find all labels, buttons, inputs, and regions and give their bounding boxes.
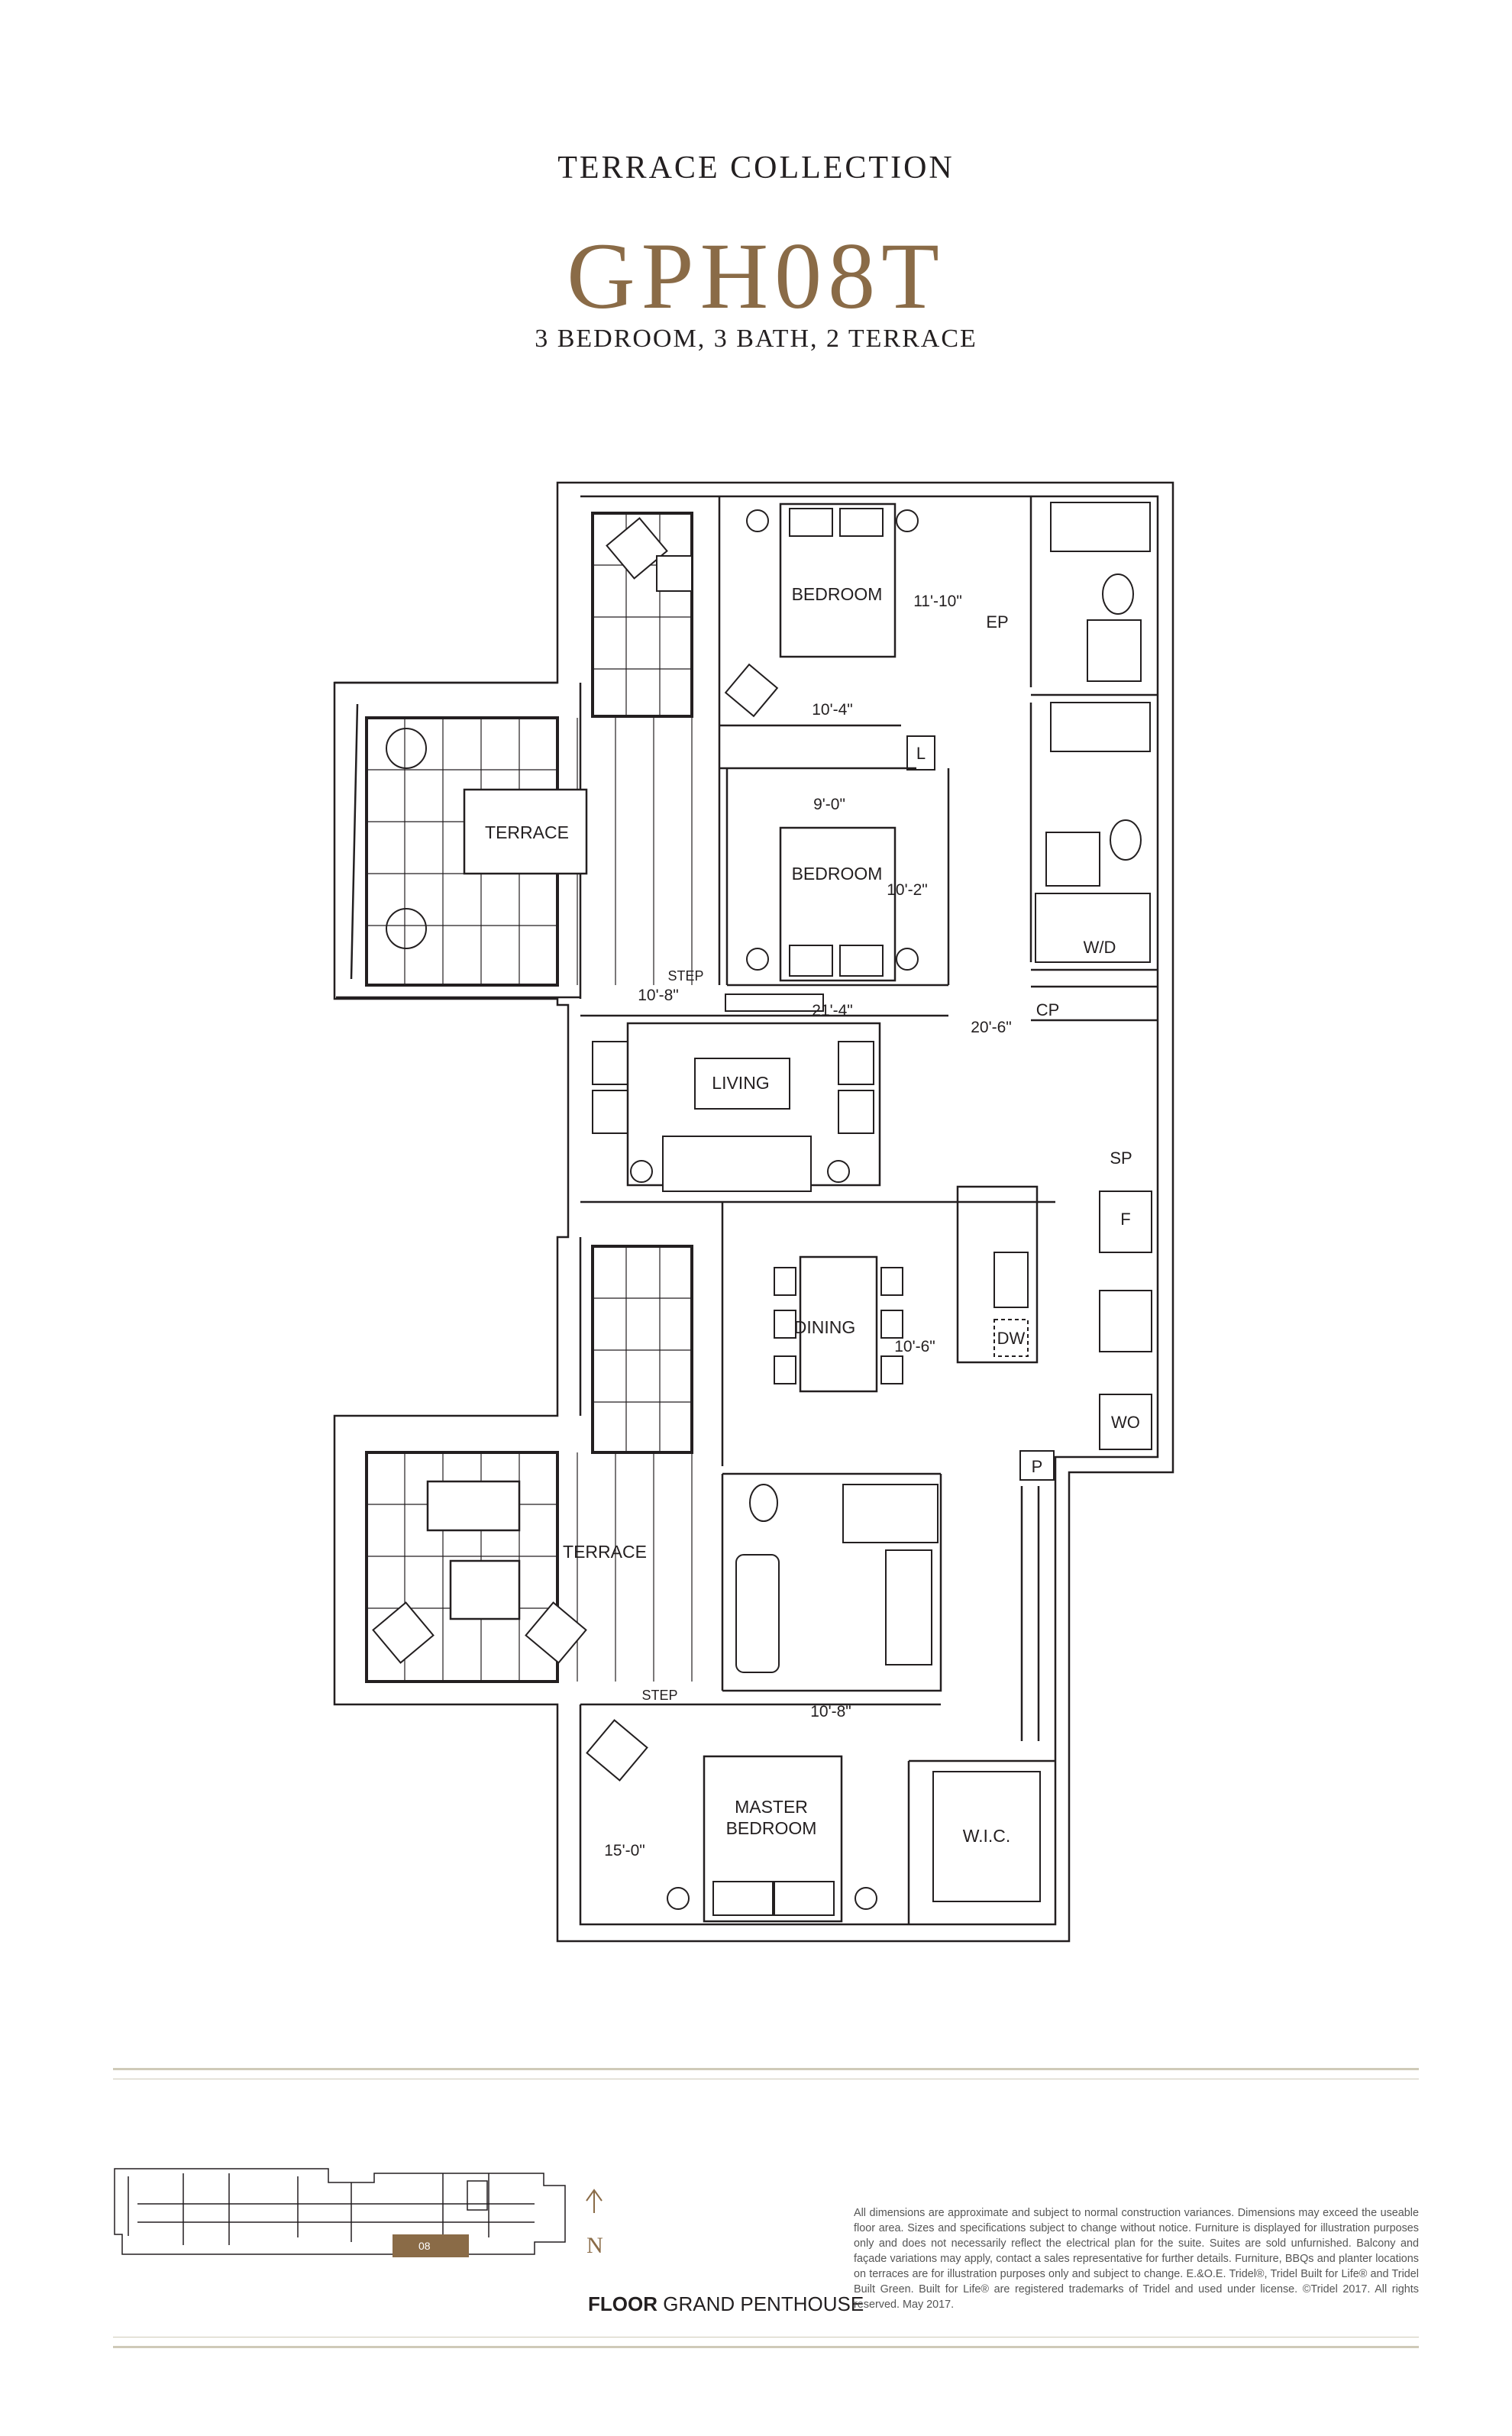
bedroom-1-label: BEDROOM: [792, 584, 883, 604]
terrace-2-area: [365, 1245, 693, 1683]
step-2-label: STEP: [641, 1688, 677, 1703]
sp-label: SP: [1110, 1149, 1132, 1168]
key-plan: [114, 2168, 566, 2255]
dim-master-width: 15'-0": [604, 1842, 645, 1859]
dim-bedroom2-width: 10'-2": [887, 881, 928, 899]
north-label: N: [586, 2233, 603, 2258]
bedroom-2-label: BEDROOM: [792, 864, 883, 884]
ep-label: EP: [986, 612, 1008, 632]
inner-wall: [579, 495, 1159, 1926]
bathrooms: [735, 502, 1151, 1673]
divider-top: [113, 2068, 1419, 2070]
p-label: P: [1032, 1457, 1043, 1476]
bedroom-2-furniture: [746, 826, 919, 982]
dim-bedroom2-depth: 9'-0": [813, 796, 845, 813]
master-label-line1: MASTER: [735, 1797, 808, 1817]
dim-bedroom1-width: 11'-10": [913, 593, 962, 610]
master-furniture: [586, 1719, 1041, 1923]
wic-label: W.I.C.: [963, 1826, 1011, 1846]
living-furniture: [592, 993, 881, 1192]
dim-dining-width: 10'-6": [894, 1338, 935, 1355]
f-label: F: [1120, 1210, 1130, 1229]
dim-living-length: 21'-4": [812, 1002, 853, 1019]
dw-label: DW: [997, 1329, 1026, 1348]
terrace-2-label: TERRACE: [563, 1542, 647, 1562]
suite-description: 3 BEDROOM, 3 BATH, 2 TERRACE: [535, 325, 977, 353]
floor-label: FLOOR GRAND PENTHOUSE: [588, 2292, 864, 2316]
disclaimer: All dimensions are approximate and subje…: [854, 2207, 1419, 2311]
step-1-label: STEP: [667, 968, 703, 984]
bedroom-1-furniture: [724, 502, 919, 718]
l-box: [906, 735, 935, 771]
dining-label: DINING: [794, 1317, 856, 1337]
wd-label: W/D: [1084, 938, 1116, 957]
divider-bottom: [113, 2346, 1419, 2348]
collection-title: TERRACE COLLECTION: [557, 150, 955, 186]
cp-label: CP: [1036, 1000, 1060, 1019]
floor-bold: FLOOR: [588, 2292, 657, 2315]
suite-name: GPH08T: [567, 224, 945, 328]
dim-bedroom1-depth: 10'-4": [812, 701, 853, 719]
dim-living-depth: 10'-8": [638, 987, 679, 1004]
dim-master-depth: 10'-8": [810, 1703, 851, 1720]
north-arrow-icon: [586, 2189, 603, 2213]
living-label: LIVING: [712, 1073, 769, 1093]
interior-walls: [580, 496, 1158, 1924]
p-box: [1019, 1450, 1055, 1481]
wo-label: WO: [1111, 1413, 1140, 1432]
terrace-1-area: [334, 512, 693, 999]
terrace-1-label: TERRACE: [485, 822, 569, 842]
l-label: L: [916, 744, 926, 763]
floor-name: GRAND PENTHOUSE: [663, 2292, 864, 2315]
key-plan-unit: [393, 2234, 469, 2257]
key-plan-unit-tag: 08: [418, 2240, 431, 2252]
dim-kitchen-length: 20'-6": [971, 1019, 1012, 1036]
dining-kitchen: [774, 1185, 1152, 1450]
outer-wall: [333, 481, 1174, 1943]
master-label-line2: BEDROOM: [726, 1818, 817, 1838]
